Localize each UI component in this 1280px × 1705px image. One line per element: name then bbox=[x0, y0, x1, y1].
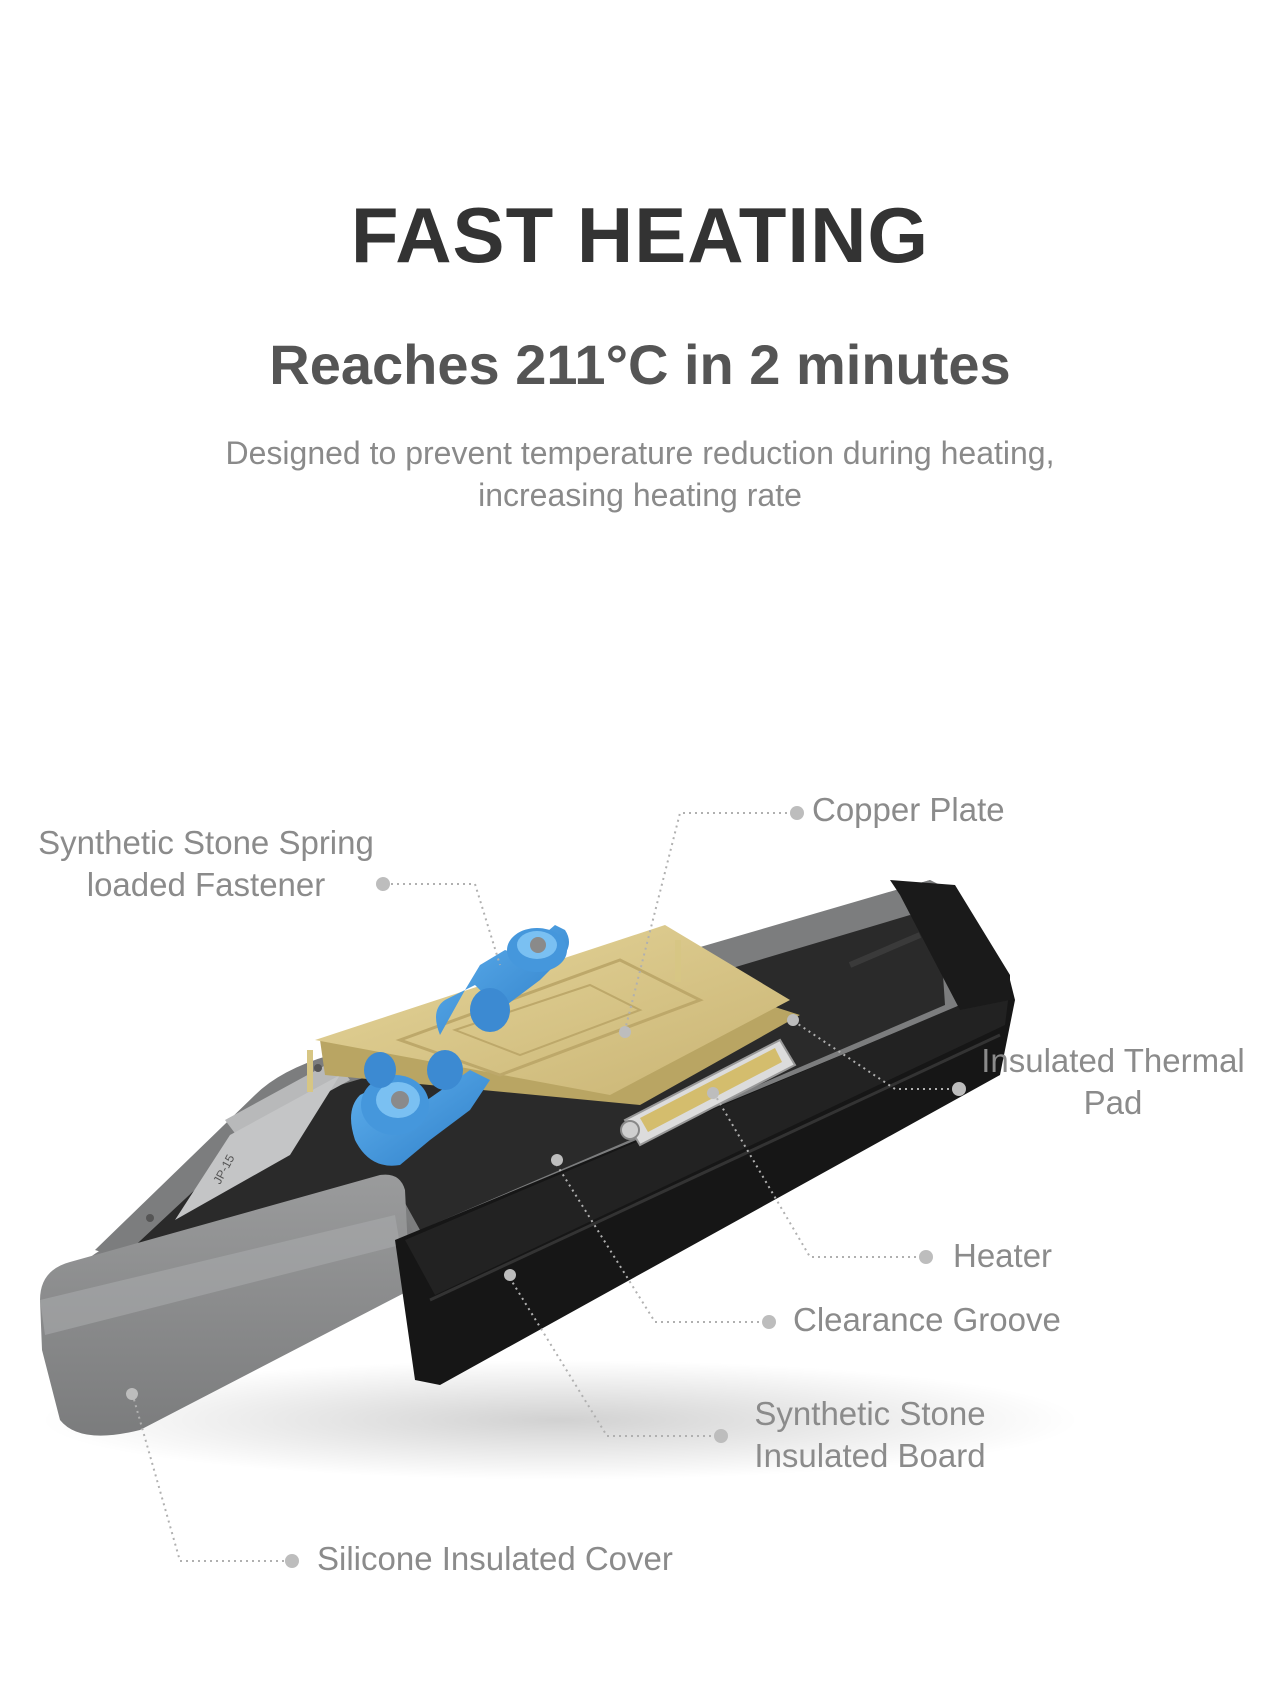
label-copper-plate: Copper Plate bbox=[812, 791, 1005, 828]
page-title: FAST HEATING bbox=[350, 191, 930, 279]
label-fastener-line-1: Synthetic Stone Spring bbox=[38, 824, 374, 861]
label-heater: Heater bbox=[953, 1237, 1053, 1274]
callout-dots bbox=[126, 806, 966, 1568]
frame-edge-highlight bbox=[40, 1215, 400, 1335]
label-thermal-pad: Insulated Thermal Pad bbox=[960, 1040, 1266, 1124]
label-thermal-pad-line-2: Pad bbox=[1083, 1084, 1143, 1121]
insulated-board-front bbox=[405, 985, 1010, 1295]
board-groove-line bbox=[429, 1033, 1001, 1302]
label-silicone-cover: Silicone Insulated Cover bbox=[317, 1540, 673, 1577]
insulated-board-right bbox=[890, 880, 1010, 1010]
ground-shadow bbox=[40, 1360, 1080, 1480]
description: Designed to prevent temperature reductio… bbox=[0, 432, 1280, 516]
label-fastener: Synthetic Stone Spring loaded Fastener bbox=[29, 822, 383, 906]
page-subtitle: Reaches 211°C in 2 minutes bbox=[269, 333, 1011, 396]
label-clearance-groove: Clearance Groove bbox=[793, 1301, 1061, 1338]
fastener-bottom bbox=[351, 1050, 490, 1166]
nameplate: JP-15 bbox=[146, 1060, 350, 1222]
label-board-line-2: Insulated Board bbox=[754, 1437, 986, 1474]
label-fastener-line-2: loaded Fastener bbox=[86, 866, 326, 903]
label-thermal-pad-line-1: Insulated Thermal bbox=[981, 1042, 1245, 1079]
description-line-1: Designed to prevent temperature reductio… bbox=[225, 435, 1055, 471]
side-slot bbox=[848, 932, 922, 968]
label-insulated-board: Synthetic Stone Insulated Board bbox=[745, 1393, 995, 1477]
fastener-top bbox=[436, 925, 569, 1035]
callout-lines bbox=[132, 812, 955, 1562]
label-board-line-1: Synthetic Stone bbox=[754, 1395, 986, 1432]
description-line-2: increasing heating rate bbox=[478, 477, 802, 513]
